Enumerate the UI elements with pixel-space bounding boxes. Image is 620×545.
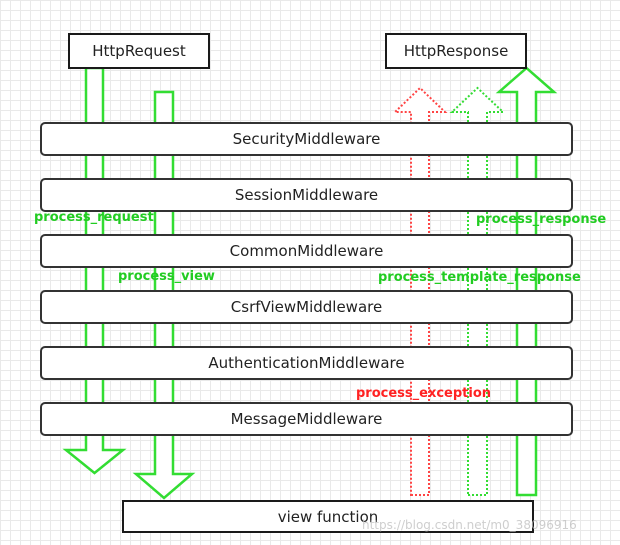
middleware-label: AuthenticationMiddleware <box>208 354 405 372</box>
middleware-label: SecurityMiddleware <box>232 130 381 148</box>
middleware-label: CommonMiddleware <box>229 242 384 260</box>
view-function-box: view function <box>122 500 534 533</box>
middleware-label: MessageMiddleware <box>230 410 383 428</box>
middleware-label: SessionMiddleware <box>234 186 379 204</box>
process-exception-label: process_exception <box>356 386 492 401</box>
http-response-label: HttpResponse <box>403 42 509 60</box>
http-response-box: HttpResponse <box>385 33 527 69</box>
middleware-authentication: AuthenticationMiddleware <box>40 346 573 380</box>
process-view-label: process_view <box>118 269 215 284</box>
http-request-label: HttpRequest <box>92 42 186 60</box>
process-template-response-label: process_template_response <box>378 270 581 285</box>
middleware-label: CsrfViewMiddleware <box>230 298 383 316</box>
middleware-csrf-view: CsrfViewMiddleware <box>40 290 573 324</box>
middleware-session: SessionMiddleware <box>40 178 573 212</box>
middleware-message: MessageMiddleware <box>40 402 573 436</box>
process-response-label: process_response <box>476 212 607 227</box>
middleware-common: CommonMiddleware <box>40 234 573 268</box>
process-request-label: process_request <box>34 210 154 225</box>
http-request-box: HttpRequest <box>68 33 210 69</box>
middleware-security: SecurityMiddleware <box>40 122 573 156</box>
view-function-label: view function <box>277 507 379 526</box>
watermark: https://blog.csdn.net/m0_38096916 <box>362 518 577 532</box>
